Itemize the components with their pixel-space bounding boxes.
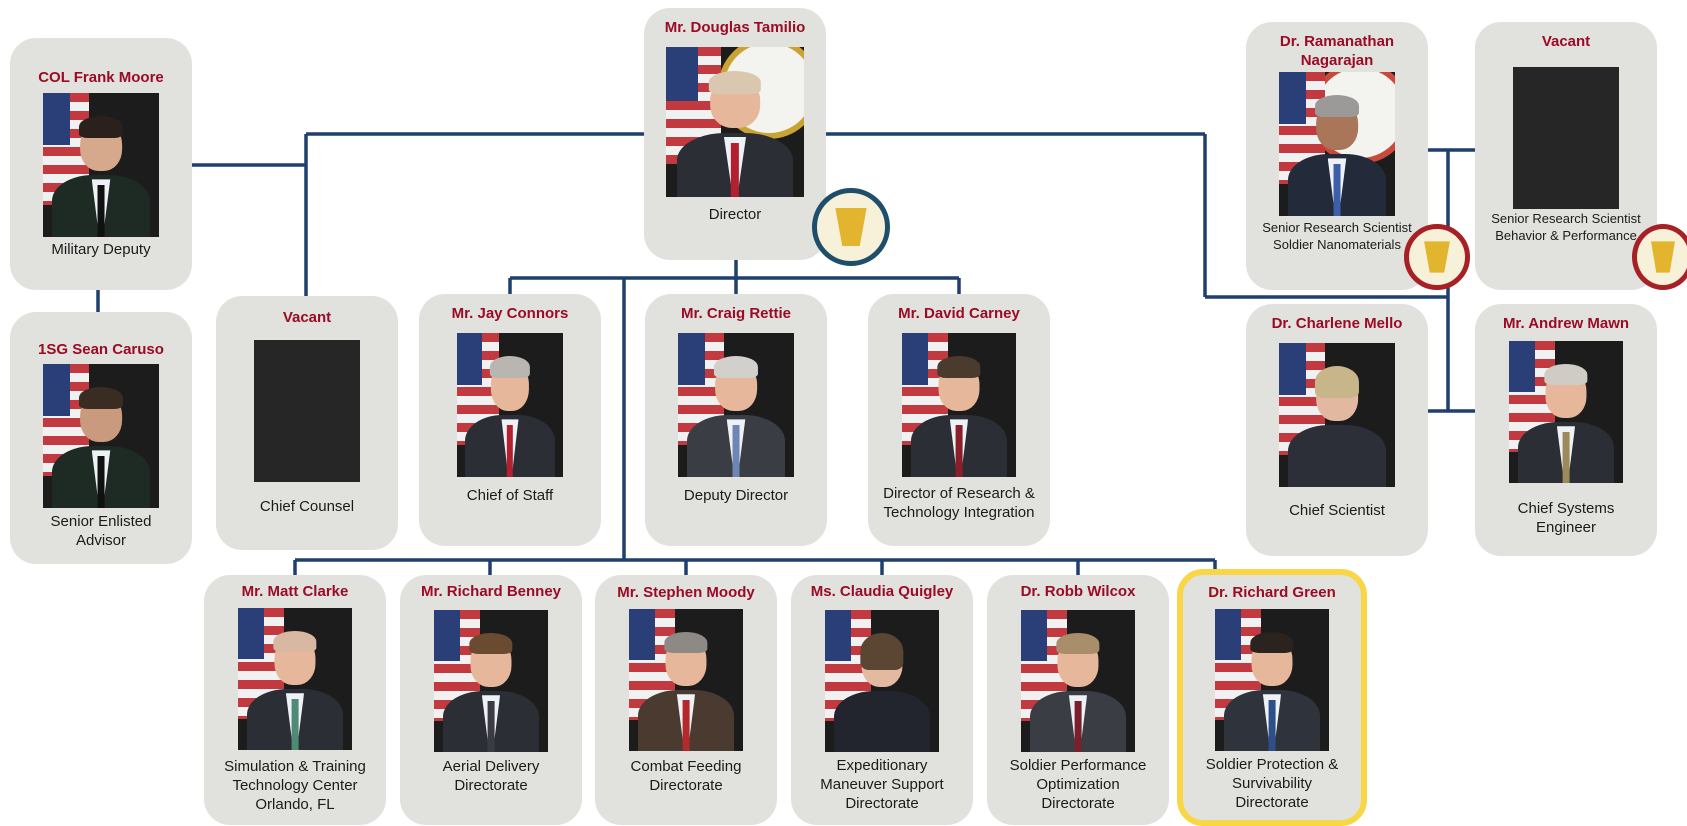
directorate-portrait xyxy=(629,609,743,751)
senior-enlisted-portrait xyxy=(43,364,159,508)
directorate-portrait xyxy=(1215,609,1329,751)
staff-card-chief-of-staff: Mr. Jay Connors Chief of Staff xyxy=(419,294,601,546)
senior-enlisted-name: 1SG Sean Caruso xyxy=(38,341,164,358)
staff-name: Vacant xyxy=(282,309,332,326)
directorate-card-expeditionary: Ms. Claudia Quigley Expeditionary Maneuv… xyxy=(791,575,973,825)
directorate-title: Soldier Performance Optimization Directo… xyxy=(1009,757,1147,812)
scientist-subtitle: Behavior & Performance xyxy=(1495,228,1637,243)
military-deputy-portrait xyxy=(43,93,159,237)
directorate-name: Mr. Stephen Moody xyxy=(617,584,755,601)
senior-enlisted-card: 1SG Sean Caruso Senior Enlisted Advisor xyxy=(10,312,192,564)
scientist-card-behavior: Vacant Senior Research Scientist Behavio… xyxy=(1475,22,1657,290)
scientist-name: Dr. Ramanathan Nagarajan xyxy=(1279,33,1395,69)
directorate-card-combat-feeding: Mr. Stephen Moody Combat Feeding Directo… xyxy=(595,575,777,825)
staff-title: Deputy Director xyxy=(683,487,789,504)
directorate-card-performance: Dr. Robb Wilcox Soldier Performance Opti… xyxy=(987,575,1169,825)
scientist-portrait xyxy=(1279,72,1395,216)
vacant-photo-placeholder xyxy=(1513,67,1619,209)
staff-name: Mr. Jay Connors xyxy=(451,305,569,322)
directorate-name: Dr. Richard Green xyxy=(1208,584,1336,601)
directorate-title: Aerial Delivery Directorate xyxy=(442,758,540,794)
directorate-name: Dr. Robb Wilcox xyxy=(1020,583,1136,600)
directorate-name: Mr. Richard Benney xyxy=(420,583,562,600)
directorate-title: Expeditionary Maneuver Support Directora… xyxy=(820,757,944,812)
scientist-card-chief-scientist: Dr. Charlene Mello Chief Scientist xyxy=(1246,304,1428,556)
scientist-card-systems-engineer: Mr. Andrew Mawn Chief Systems Engineer xyxy=(1475,304,1657,556)
vacant-photo-placeholder xyxy=(254,340,360,482)
directorate-title: Simulation & Training Technology Center … xyxy=(224,758,366,813)
staff-card-research-integration: Mr. David Carney Director of Research & … xyxy=(868,294,1050,546)
directorate-card-aerial-delivery: Mr. Richard Benney Aerial Delivery Direc… xyxy=(400,575,582,825)
directorate-card-simulation: Mr. Matt Clarke Simulation & Training Te… xyxy=(204,575,386,825)
scientist-title: Senior Research Scientist xyxy=(1491,211,1641,226)
directorate-name: Ms. Claudia Quigley xyxy=(810,583,954,600)
director-card: Mr. Douglas Tamilio Director xyxy=(644,8,826,260)
scientist-card-nanomaterials: Dr. Ramanathan Nagarajan Senior Research… xyxy=(1246,22,1428,290)
military-deputy-card: COL Frank Moore Military Deputy xyxy=(10,38,192,290)
directorate-name: Mr. Matt Clarke xyxy=(241,583,349,600)
staff-title: Chief of Staff xyxy=(466,487,554,504)
directorate-portrait xyxy=(238,608,352,750)
staff-title: Chief Counsel xyxy=(259,498,355,515)
directorate-card-protection-highlighted: Dr. Richard Green Soldier Protection & S… xyxy=(1177,569,1367,826)
directorate-title: Combat Feeding Directorate xyxy=(630,758,742,794)
staff-card-deputy-director: Mr. Craig Rettie Deputy Director xyxy=(645,294,827,546)
directorate-title: Soldier Protection & Survivability Direc… xyxy=(1205,756,1339,811)
staff-portrait xyxy=(457,333,563,477)
staff-portrait xyxy=(678,333,794,477)
staff-portrait xyxy=(902,333,1016,477)
scientist-title: Chief Systems Engineer xyxy=(1517,500,1615,536)
scientist-portrait xyxy=(1279,343,1395,487)
directorate-portrait xyxy=(825,610,939,752)
staff-card-chief-counsel: Vacant Chief Counsel xyxy=(216,296,398,550)
scientist-name: Vacant xyxy=(1541,33,1591,50)
scientist-title: Senior Research Scientist xyxy=(1262,220,1412,235)
military-deputy-name: COL Frank Moore xyxy=(38,69,164,86)
senior-enlisted-title: Senior Enlisted Advisor xyxy=(50,513,152,549)
directorate-portrait xyxy=(434,610,548,752)
army-seal-icon xyxy=(1632,224,1687,290)
army-seal-icon xyxy=(1404,224,1470,290)
staff-name: Mr. David Carney xyxy=(898,305,1020,322)
director-portrait xyxy=(666,47,804,197)
scientist-subtitle: Soldier Nanomaterials xyxy=(1273,237,1401,252)
scientist-portrait xyxy=(1509,341,1623,483)
army-seal-icon xyxy=(812,188,890,266)
scientist-name: Mr. Andrew Mawn xyxy=(1502,315,1630,332)
staff-title: Director of Research & Technology Integr… xyxy=(883,485,1035,521)
director-name: Mr. Douglas Tamilio xyxy=(664,19,806,36)
staff-name: Mr. Craig Rettie xyxy=(680,305,792,322)
scientist-name: Dr. Charlene Mello xyxy=(1271,315,1403,332)
director-title: Director xyxy=(708,206,762,223)
directorate-portrait xyxy=(1021,610,1135,752)
scientist-title: Chief Scientist xyxy=(1289,502,1385,519)
military-deputy-title: Military Deputy xyxy=(51,241,151,258)
